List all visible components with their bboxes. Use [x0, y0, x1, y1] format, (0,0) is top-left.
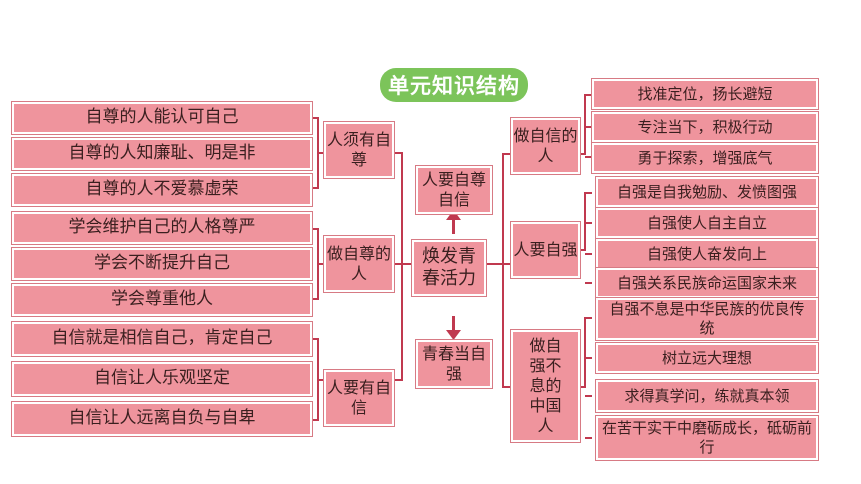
- left-leaf-text: 学会维护自己的人格尊严: [68, 217, 256, 238]
- top-branch-label: 人要自尊自信: [421, 170, 486, 209]
- left-leaf: 自信就是相信自己，肯定自己: [11, 321, 313, 357]
- left-node-be-self-respecting: 做自尊的人: [323, 235, 395, 293]
- center-label: 焕发青春活力: [422, 245, 476, 290]
- diagram-title: 单元知识结构: [380, 68, 528, 102]
- right-leaf-text: 在苦干实干中磨砺成长，砥砺前行: [602, 419, 813, 456]
- right-node-label: 做自强不息的中国人: [529, 336, 562, 435]
- left-leaf: 学会维护自己的人格尊严: [11, 211, 313, 245]
- left-node-label: 人要有自信: [326, 378, 391, 417]
- right-node-label: 人要自强: [513, 240, 578, 259]
- bottom-branch-label: 青春当自强: [421, 344, 486, 383]
- left-leaf: 自尊的人能认可自己: [11, 101, 313, 135]
- center-node: 焕发青春活力: [411, 239, 487, 297]
- right-leaf: 自强使人奋发向上: [595, 238, 819, 270]
- left-leaf: 学会不断提升自己: [11, 247, 313, 281]
- right-leaf: 专注当下，积极行动: [591, 111, 819, 143]
- right-leaf: 自强不息是中华民族的优良传统: [595, 297, 819, 341]
- bottom-branch-node: 青春当自强: [415, 339, 493, 389]
- right-node-chinese-person: 做自强不息的中国人: [510, 329, 581, 443]
- right-leaf-text: 自强是自我勉励、发愤图强: [616, 182, 797, 201]
- right-node-confident-person: 做自信的人: [510, 117, 581, 175]
- right-leaf-text: 专注当下，积极行动: [637, 117, 773, 136]
- left-node-self-confidence: 人要有自信: [323, 369, 395, 427]
- left-leaf: 学会尊重他人: [11, 283, 313, 317]
- left-leaf-text: 自尊的人知廉耻、明是非: [68, 143, 256, 164]
- right-leaf-text: 求得真学问，练就真本领: [624, 386, 790, 405]
- right-node-self-strengthen: 人要自强: [510, 221, 581, 279]
- right-leaf-text: 自强关系民族命运国家未来: [616, 273, 797, 292]
- left-node-label: 人须有自尊: [326, 130, 391, 169]
- right-leaf-text: 找准定位，扬长避短: [637, 84, 773, 103]
- left-leaf: 自信让人乐观坚定: [11, 361, 313, 397]
- right-node-label: 做自信的人: [513, 126, 578, 165]
- top-branch-node: 人要自尊自信: [415, 165, 493, 215]
- right-leaf-text: 自强使人自主自立: [646, 213, 767, 232]
- left-leaf: 自尊的人知廉耻、明是非: [11, 137, 313, 171]
- left-leaf-text: 自信让人乐观坚定: [94, 368, 230, 389]
- right-leaf: 自强关系民族命运国家未来: [595, 267, 819, 299]
- right-leaf-text: 树立远大理想: [661, 348, 752, 367]
- left-leaf: 自尊的人不爱慕虚荣: [11, 173, 313, 207]
- right-leaf: 在苦干实干中磨砺成长，砥砺前行: [595, 415, 819, 461]
- left-leaf-text: 自尊的人不爱慕虚荣: [85, 179, 239, 200]
- right-leaf-text: 自强使人奋发向上: [646, 244, 767, 263]
- right-leaf: 树立远大理想: [595, 342, 819, 374]
- right-leaf: 求得真学问，练就真本领: [595, 379, 819, 413]
- left-node-self-respect: 人须有自尊: [323, 121, 395, 179]
- left-leaf-text: 学会不断提升自己: [94, 253, 230, 274]
- right-leaf: 自强是自我勉励、发愤图强: [595, 176, 819, 208]
- right-leaf: 勇于探索，增强底气: [591, 142, 819, 174]
- left-node-label: 做自尊的人: [326, 244, 391, 283]
- right-leaf-text: 勇于探索，增强底气: [637, 148, 773, 167]
- left-leaf-text: 自尊的人能认可自己: [85, 107, 239, 128]
- left-leaf-text: 自信让人远离自负与自卑: [68, 408, 256, 429]
- left-leaf-text: 自信就是相信自己，肯定自己: [51, 328, 273, 349]
- right-leaf: 找准定位，扬长避短: [591, 78, 819, 110]
- left-leaf-text: 学会尊重他人: [111, 289, 213, 310]
- right-leaf-text: 自强不息是中华民族的优良传统: [609, 300, 805, 337]
- left-leaf: 自信让人远离自负与自卑: [11, 401, 313, 437]
- right-leaf: 自强使人自主自立: [595, 207, 819, 239]
